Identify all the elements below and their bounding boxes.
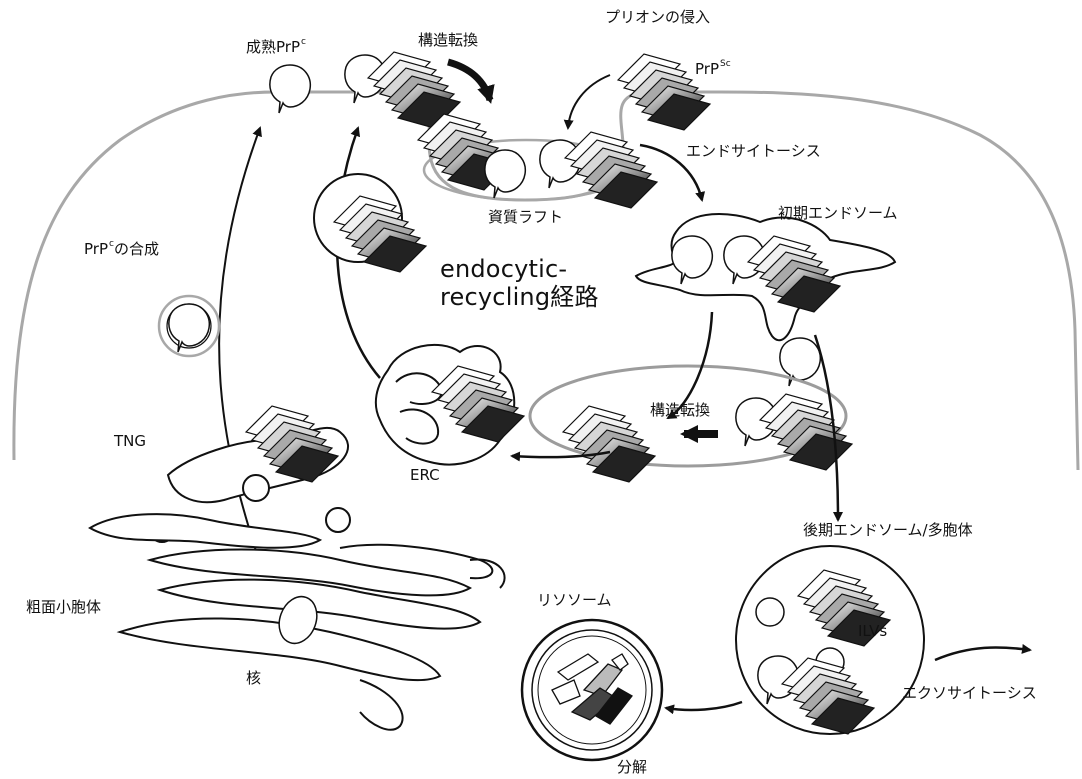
label-mature-prpc: 成熟PrPc	[246, 38, 306, 55]
label-exocytosis: エクソサイトーシス	[902, 686, 1037, 701]
raft-prpc-balloon-icon	[485, 150, 525, 198]
label-ilvs: ILVs	[858, 624, 887, 639]
label-rer: 粗面小胞体	[26, 600, 101, 615]
synthesis-arrow	[219, 128, 262, 570]
label-prpc-synthesis: PrPcの合成	[84, 240, 159, 257]
exocytosis-arrow	[935, 647, 1030, 660]
label-lysosome: リソソーム	[537, 593, 612, 608]
label-endocytosis: エンドサイトーシス	[686, 144, 821, 159]
label-pathway-line1: endocytic-	[440, 257, 567, 282]
label-lipid-raft: 資質ラフト	[488, 210, 563, 225]
label-prpsc: PrPSc	[695, 60, 731, 77]
budding-vesicle-balloon-icon	[780, 338, 820, 386]
label-early-endosome: 初期エンドソーム	[778, 206, 898, 221]
label-erc: ERC	[410, 468, 440, 483]
label-conversion-mid: 構造転換	[650, 403, 710, 418]
prion-entry-arrow	[568, 75, 610, 128]
label-prion-entry: プリオンの侵入	[605, 10, 710, 25]
label-pathway-line2: recycling経路	[440, 285, 599, 310]
label-tng: TNG	[114, 434, 146, 449]
degradation-arrow	[666, 702, 742, 710]
ilv-vesicle	[756, 598, 784, 626]
label-nucleus: 核	[246, 671, 261, 686]
label-degradation: 分解	[617, 760, 647, 775]
mature-prpc-balloon-icon	[270, 65, 310, 113]
converted-prion-stack-icon	[563, 406, 655, 482]
tng-vesicle	[243, 475, 269, 501]
label-conversion-top: 構造転換	[418, 33, 478, 48]
label-late-endosome: 後期エンドソーム/多胞体	[803, 523, 973, 538]
golgi-vesicle-2	[326, 508, 350, 532]
